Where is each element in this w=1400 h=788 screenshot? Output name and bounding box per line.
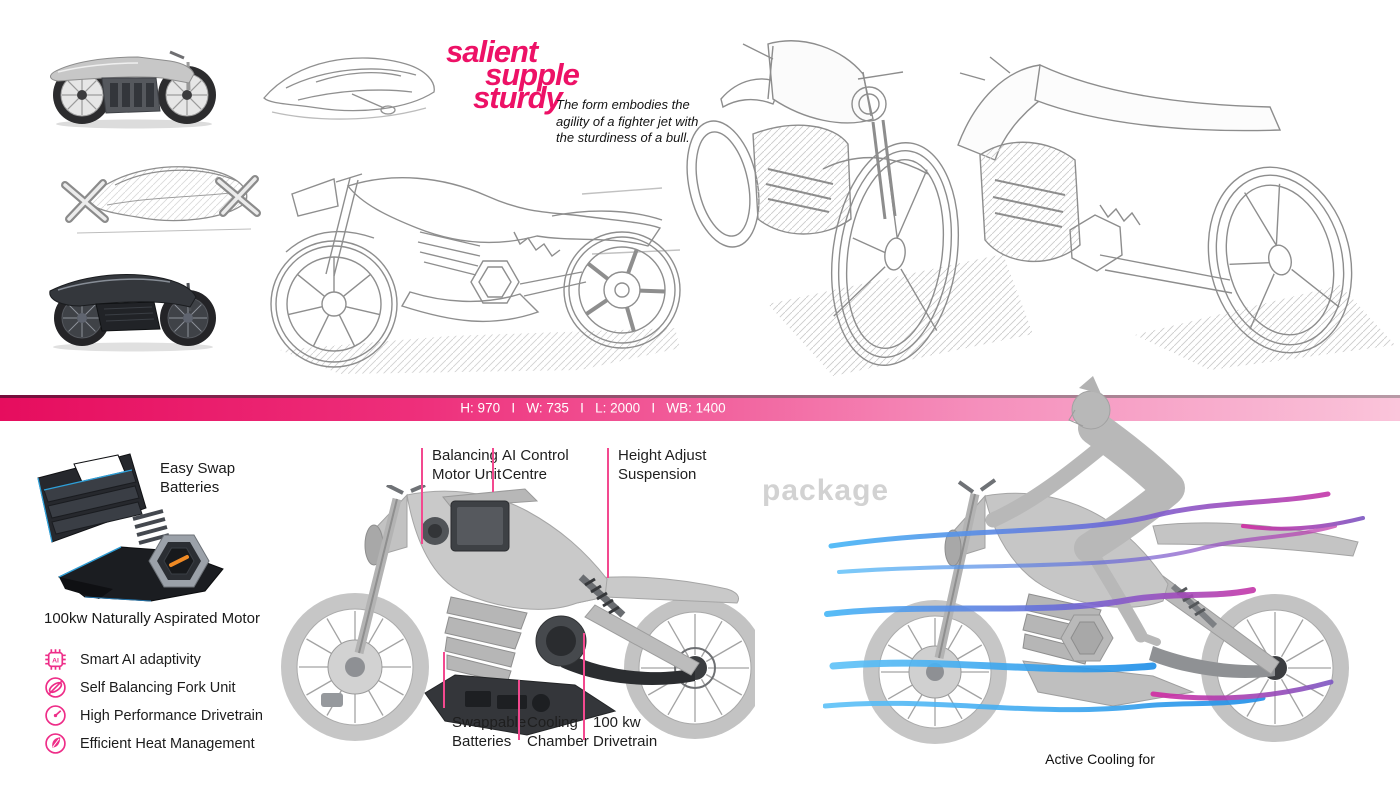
feature-item-self-balancing: Self Balancing Fork Unit	[44, 676, 236, 699]
callout-swappable-batteries: Swappable Batteries	[452, 714, 527, 750]
callout-balancing-motor: Balancing Motor Unit	[432, 447, 502, 483]
tank-detail-sketch	[263, 57, 435, 120]
callout-ai-control: AI Control Centre	[502, 447, 569, 483]
hero-title: salient supple sturdy	[446, 34, 580, 115]
bike-render-silver	[50, 50, 216, 129]
feature-item-smart-ai: AI Smart AI adaptivity	[44, 648, 201, 671]
bike-sketch-concept	[61, 166, 261, 234]
package-render	[281, 485, 755, 741]
callout-line-drivetrain	[583, 633, 585, 740]
front-quarter-sketch	[686, 40, 1033, 376]
leaf-icon	[45, 733, 66, 754]
feature-item-heat: Efficient Heat Management	[44, 732, 255, 755]
callout-height-adjust: Height Adjust Suspension	[618, 447, 707, 483]
callout-line-cooling-chamber	[518, 680, 520, 740]
motor-unit-render	[58, 509, 224, 602]
dimensions-bar: H: 970 I W: 735 I L: 2000 I WB: 1400	[0, 395, 1400, 421]
bike-render-dark	[49, 274, 216, 352]
callout-line-ai-control	[492, 448, 494, 492]
hero-description: The form embodies the agility of a fight…	[556, 97, 699, 145]
callout-cooling-chamber: Cooling Chamber	[527, 714, 589, 750]
battery-label: Easy Swap Batteries	[160, 460, 236, 496]
gauge-icon	[45, 705, 66, 726]
svg-text:AI: AI	[52, 657, 59, 664]
hero-title-line: sturdy	[473, 80, 563, 115]
battery-pack-render	[37, 453, 147, 543]
main-side-sketch	[270, 173, 681, 374]
dimensions-text: H: 970 I W: 735 I L: 2000 I WB: 1400	[460, 400, 726, 416]
package-watermark: package	[762, 474, 890, 507]
callout-drivetrain: 100 kw Drivetrain	[593, 714, 658, 750]
cooling-caption: Active Cooling for AI Unit I Batteries I…	[1045, 751, 1155, 767]
hero-title-line: supple	[485, 57, 580, 92]
hero-title-line: salient	[446, 34, 538, 69]
callout-line-balancing-motor	[421, 448, 423, 544]
feature-item-drivetrain: High Performance Drivetrain	[44, 704, 263, 727]
callout-line-height-adjust	[607, 448, 609, 578]
callout-line-swappable-batteries	[443, 652, 445, 708]
rider-airflow-render	[823, 376, 1365, 744]
fork-balance-icon	[45, 677, 66, 698]
motor-label: 100kw Naturally Aspirated Motor	[44, 610, 260, 627]
rear-quarter-sketch	[957, 56, 1395, 370]
ai-chip-icon: AI	[45, 649, 66, 670]
